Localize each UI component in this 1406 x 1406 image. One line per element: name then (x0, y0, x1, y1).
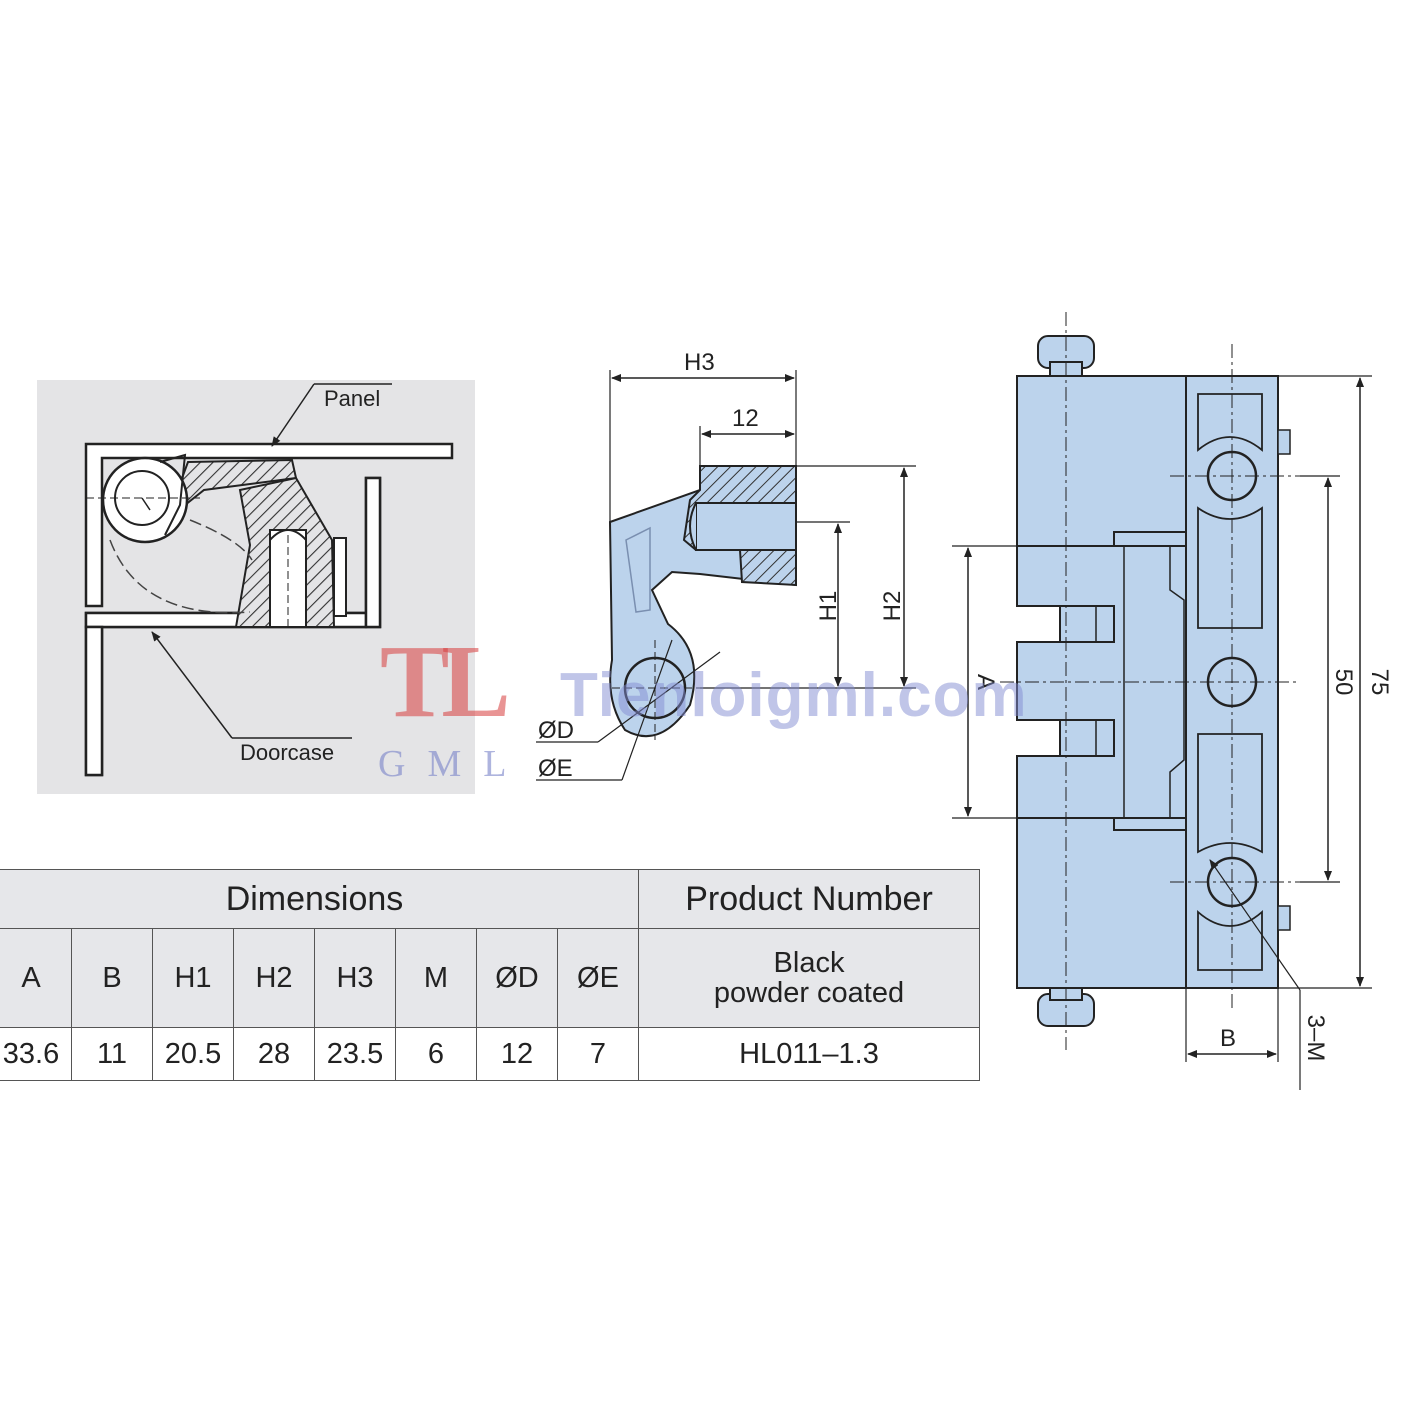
e-label: ØE (538, 755, 573, 782)
finish-cell: Black powder coated (638, 928, 980, 1028)
value-h2: 28 (233, 1027, 315, 1081)
value-e: 7 (557, 1027, 639, 1081)
h3-label: H3 (684, 349, 715, 376)
spec-table: Dimensions Product Number A B H1 H2 H3 M… (0, 869, 980, 1081)
value-b: 11 (71, 1027, 153, 1081)
col-header-h3: H3 (314, 928, 396, 1028)
col-header-a: A (0, 928, 72, 1028)
watermark-logo: TL (380, 624, 511, 739)
finish-line2: powder coated (713, 977, 905, 1009)
dim-12: 12 (732, 405, 759, 432)
panel-shape (84, 442, 454, 608)
watermark-brand: GML (378, 743, 529, 785)
value-h3: 23.5 (314, 1027, 396, 1081)
a-label: A (972, 674, 999, 690)
value-d: 12 (476, 1027, 558, 1081)
product-number: HL011–1.3 (638, 1027, 980, 1081)
panel-label: Panel (324, 386, 380, 411)
m-label: 3–M (1302, 1015, 1329, 1062)
doorcase-label: Doorcase (240, 740, 334, 765)
col-header-b: B (71, 928, 153, 1028)
col-header-e: ØE (557, 928, 639, 1028)
installation-view: Panel Doorcase (37, 380, 475, 794)
value-a: 33.6 (0, 1027, 72, 1081)
col-header-m: M (395, 928, 477, 1028)
product-number-header: Product Number (638, 869, 980, 929)
watermark-site: Tienloigml.com (560, 661, 1028, 730)
col-header-d: ØD (476, 928, 558, 1028)
dim-50: 50 (1330, 669, 1357, 696)
dim-75: 75 (1366, 669, 1393, 696)
d-label: ØD (538, 717, 574, 744)
value-m: 6 (395, 1027, 477, 1081)
col-header-h2: H2 (233, 928, 315, 1028)
h1-label: H1 (815, 591, 842, 622)
finish-line1: Black (773, 947, 845, 979)
dimensions-header: Dimensions (0, 869, 639, 929)
b-label: B (1220, 1025, 1236, 1052)
side-view: H3 12 H1 H2 ØD ØE (536, 349, 916, 782)
front-view: A 50 75 B 3–M (952, 312, 1393, 1090)
value-h1: 20.5 (152, 1027, 234, 1081)
col-header-h1: H1 (152, 928, 234, 1028)
h2-label: H2 (879, 591, 906, 622)
